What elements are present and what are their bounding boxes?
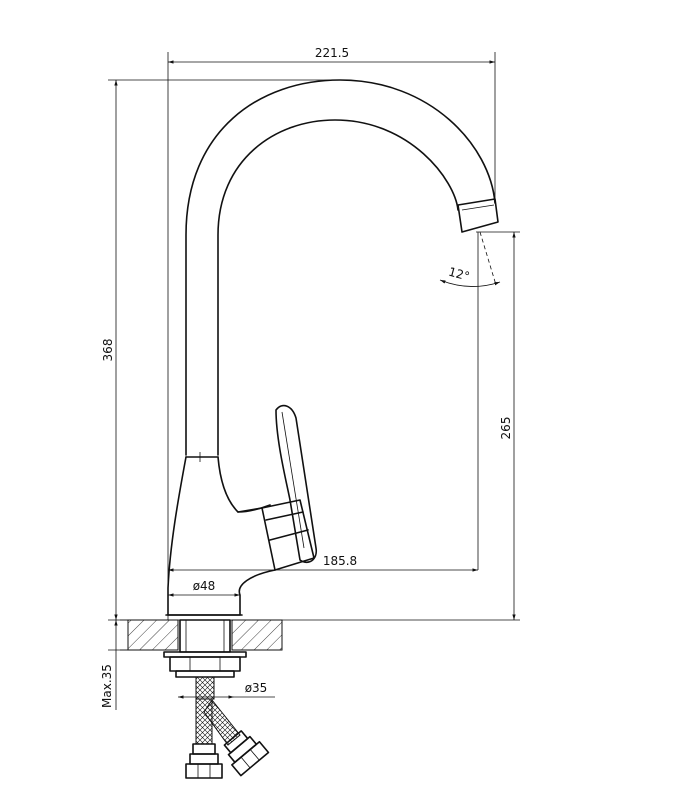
hose-angled [203, 699, 241, 746]
dimension-base-diameter: ø48 [168, 579, 240, 597]
dimension-base-diameter-label: ø48 [193, 579, 216, 593]
dimension-top-width: 221.5 [167, 46, 496, 620]
dimension-max-thickness: Max.35 [100, 620, 128, 710]
dimension-spout-height: 265 [476, 231, 520, 620]
cartridge-housing [237, 499, 315, 571]
spout-inner-contour [217, 119, 459, 456]
dimension-spout-angle-label: 12° [447, 265, 471, 284]
handle-lever [275, 404, 318, 564]
supply-hoses [185, 698, 270, 779]
dimension-reach-label: 185.8 [323, 554, 357, 568]
spout-tip [457, 198, 499, 233]
faucet-body [165, 79, 499, 616]
threaded-rod [195, 676, 215, 700]
dimension-max-thickness-label: Max.35 [100, 664, 114, 708]
mounting-shank [163, 619, 247, 700]
dimension-top-width-label: 221.5 [315, 46, 349, 60]
dimension-spout-height-label: 265 [499, 417, 513, 440]
dimension-shank-diameter: ø35 [178, 681, 275, 699]
dimension-total-height-label: 368 [101, 339, 115, 362]
spout-outer-contour [185, 79, 496, 456]
dimension-total-height: 368 [101, 79, 340, 621]
dimension-shank-diameter-label: ø35 [245, 681, 268, 695]
dimension-reach: 185.8 [168, 554, 478, 572]
dimension-spout-angle: 12° [439, 265, 501, 287]
